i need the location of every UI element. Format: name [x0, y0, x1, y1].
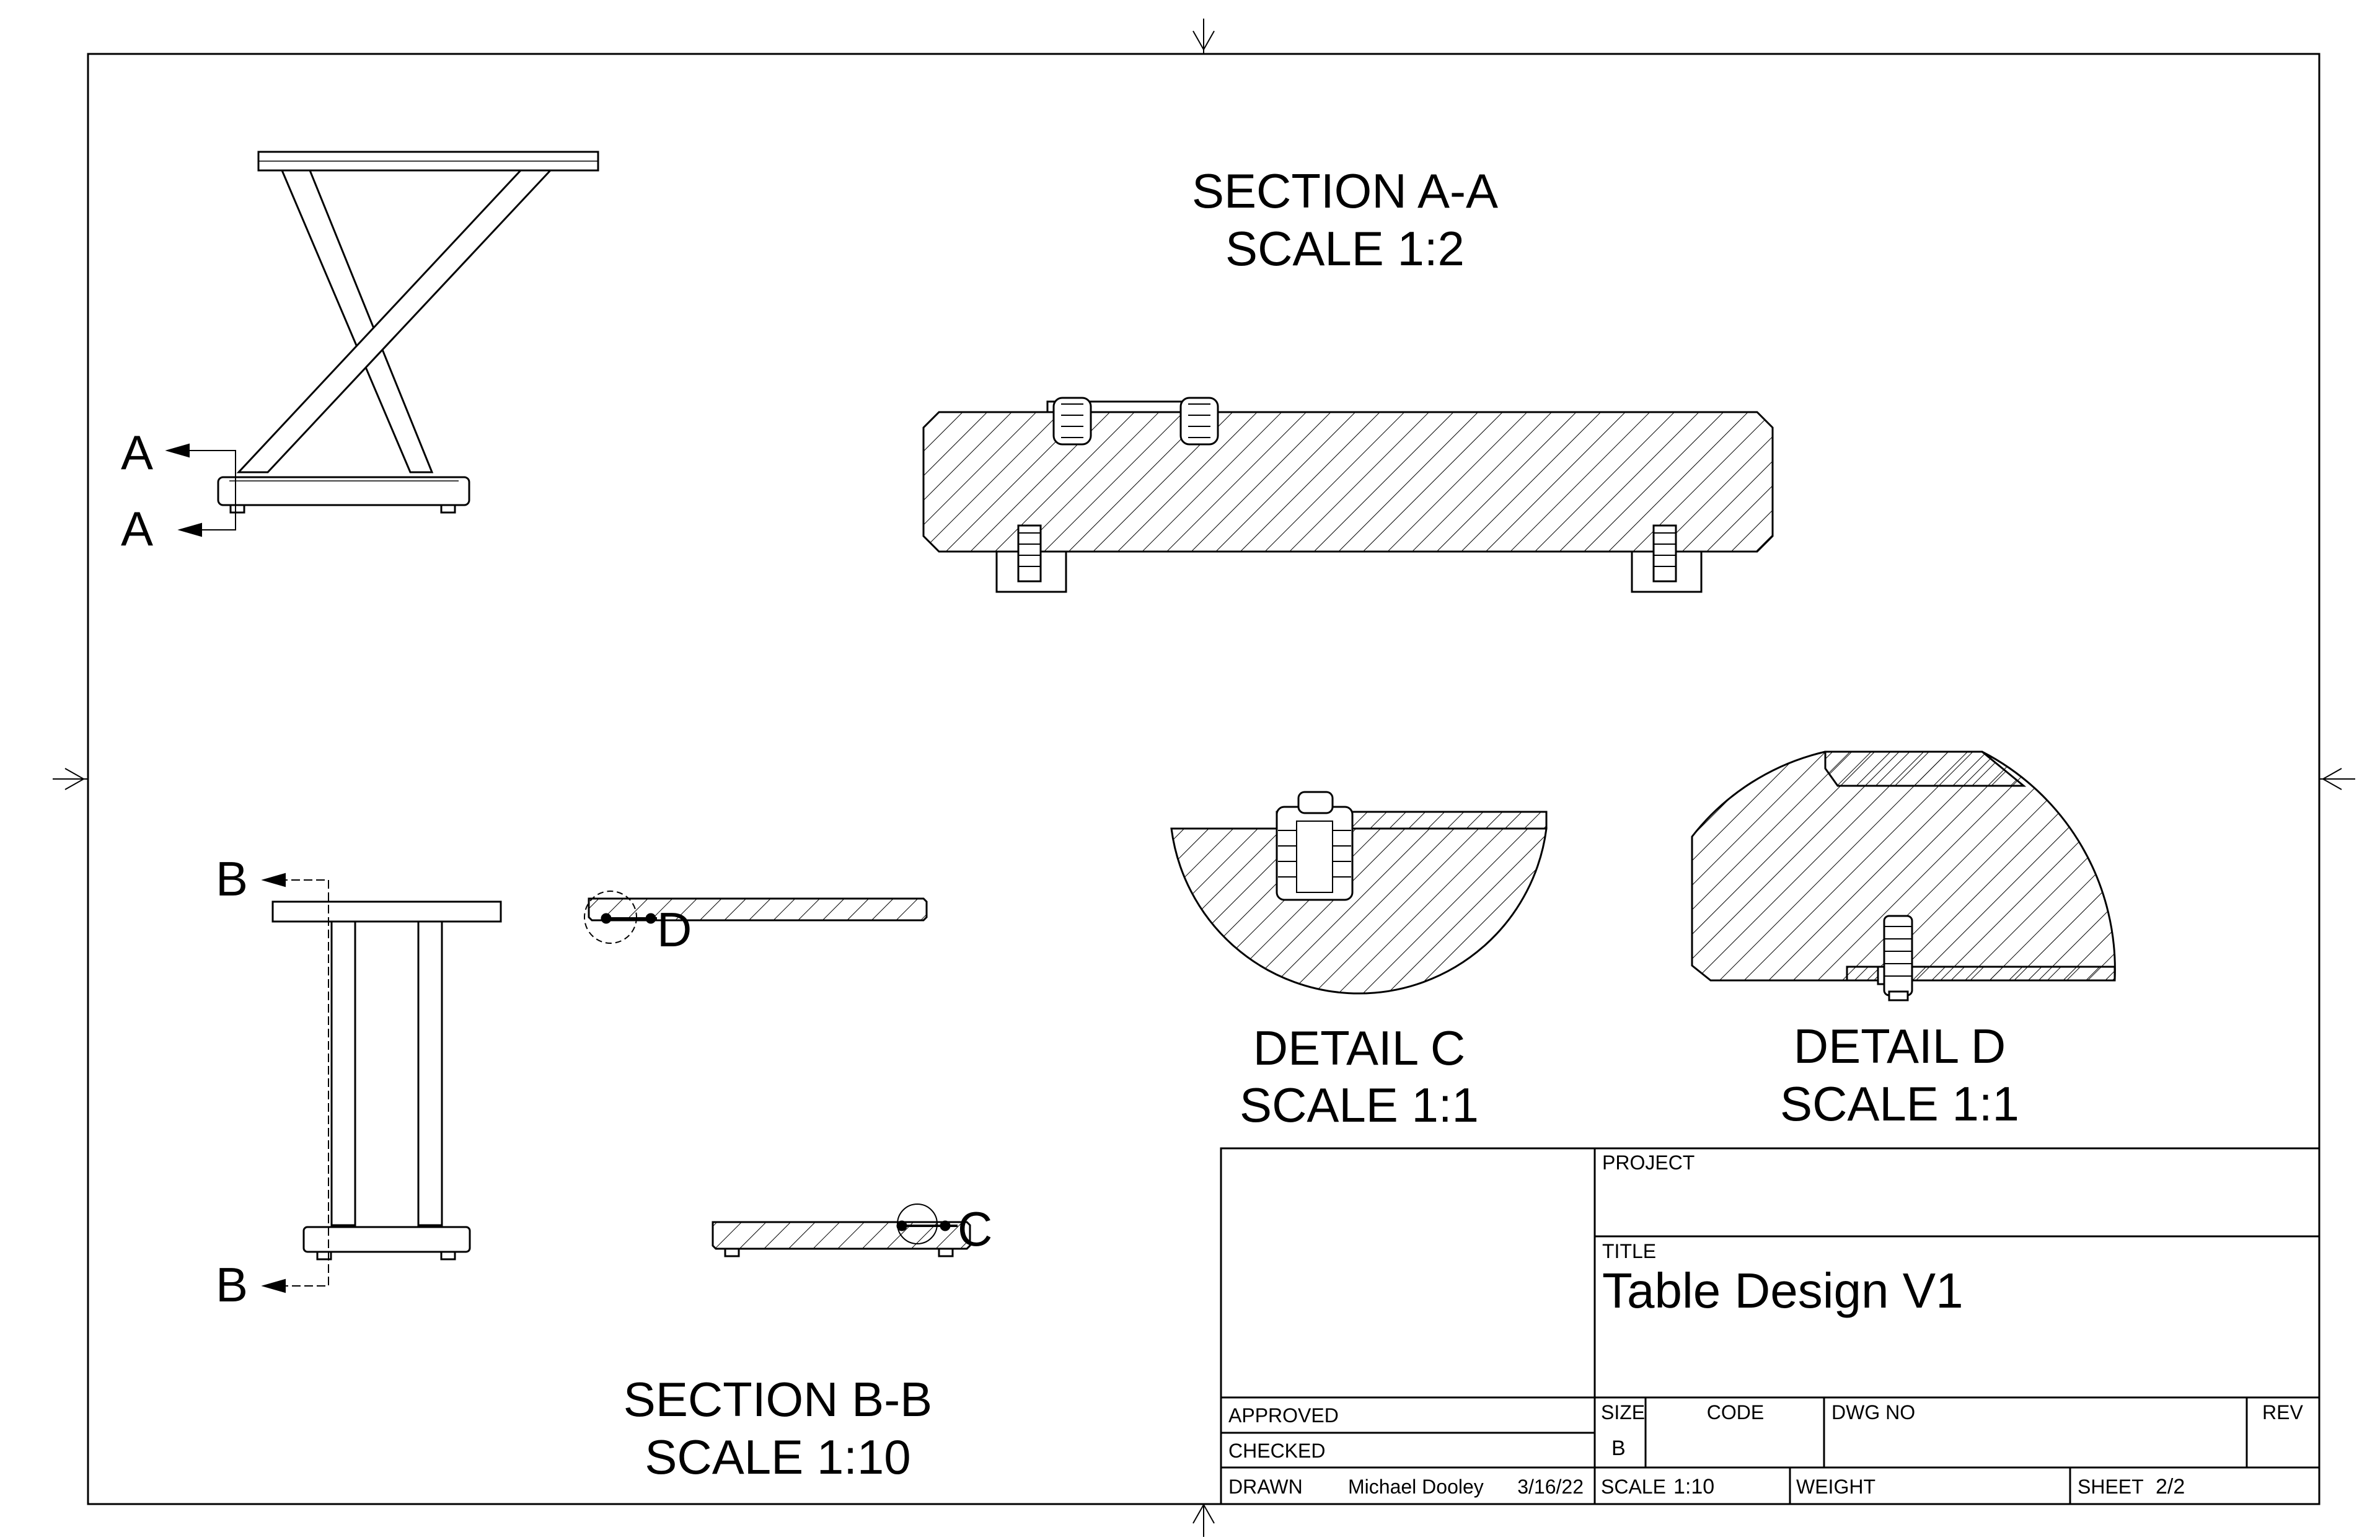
detail-c-title: DETAIL C [1253, 1021, 1465, 1075]
drawn-date: 3/16/22 [1517, 1476, 1584, 1498]
drawn-label: DRAWN [1228, 1476, 1303, 1498]
section-b-b-scale: SCALE 1:10 [645, 1430, 910, 1484]
section-a-a-cut-line [165, 443, 236, 537]
detail-d-title: DETAIL D [1794, 1019, 2006, 1073]
section-a-a-title: SECTION A-A [1192, 164, 1498, 218]
weight-label: WEIGHT [1796, 1476, 1875, 1498]
detail-c-view [1170, 791, 1548, 995]
detail-c-scale: SCALE 1:1 [1240, 1078, 1479, 1132]
section-a-a-view [922, 397, 1774, 593]
section-b-b-view [584, 891, 971, 1257]
rev-label: REV [2262, 1401, 2303, 1423]
approved-label: APPROVED [1228, 1404, 1339, 1427]
detail-marker-c: C [958, 1202, 992, 1256]
scale-value: 1:10 [1673, 1475, 1714, 1498]
section-marker-b-upper: B [216, 851, 248, 906]
section-b-b-title: SECTION B-B [624, 1372, 932, 1427]
size-label: SIZE [1601, 1401, 1645, 1423]
section-marker-a-lower: A [121, 501, 153, 556]
code-label: CODE [1707, 1401, 1764, 1423]
title-block [1220, 1147, 2320, 1505]
project-label: PROJECT [1602, 1151, 1695, 1174]
drawing-title: Table Design V1 [1602, 1263, 1963, 1318]
checked-label: CHECKED [1228, 1440, 1325, 1462]
size-value: B [1611, 1437, 1626, 1460]
section-marker-b-lower: B [216, 1257, 248, 1312]
centering-marks [53, 19, 2355, 1537]
scale-label: SCALE [1601, 1476, 1666, 1498]
side-view [271, 900, 502, 1261]
section-marker-a-upper: A [121, 425, 153, 480]
detail-marker-d: D [657, 902, 692, 957]
detail-d-view [1691, 750, 2116, 1001]
title-label: TITLE [1602, 1240, 1656, 1262]
sheet-label: SHEET [2078, 1476, 2144, 1498]
dwg-no-label: DWG NO [1831, 1401, 1915, 1423]
sheet-value: 2/2 [2156, 1475, 2185, 1498]
drawn-by: Michael Dooley [1348, 1476, 1484, 1498]
front-view-x-leg [217, 151, 599, 514]
section-a-a-scale: SCALE 1:2 [1225, 221, 1465, 276]
section-b-b-cut-line [261, 873, 329, 1293]
detail-d-scale: SCALE 1:1 [1780, 1076, 2019, 1131]
